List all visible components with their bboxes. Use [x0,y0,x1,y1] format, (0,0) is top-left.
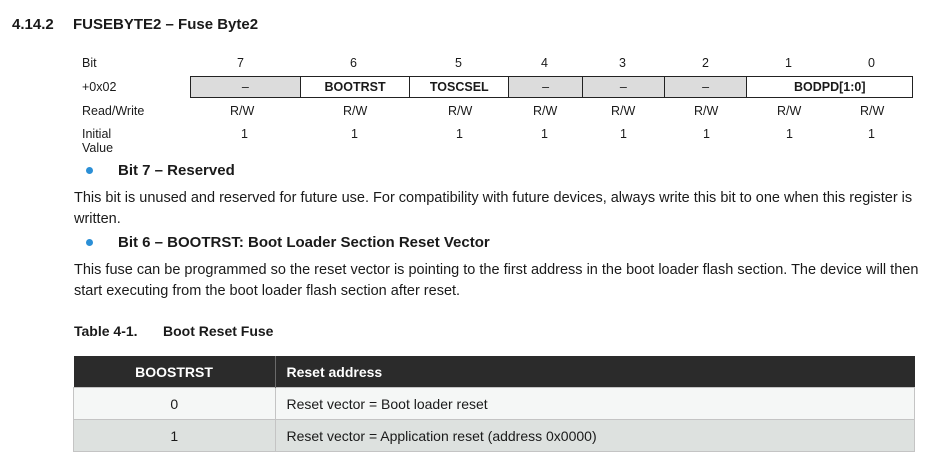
section-heading: 4.14.2 FUSEBYTE2 – Fuse Byte2 [12,16,258,33]
access-row-label: Read/Write [82,103,145,118]
field-bit2-reserved: – [664,76,748,97]
bullet-icon [86,167,93,174]
field-bootrst: BOOTRST [301,76,411,97]
bit-1: 1 [785,56,792,70]
access-bit5: R/W [448,103,473,118]
initial-bit5: 1 [456,127,463,141]
column-header-reset-address: Reset address [275,356,915,388]
table-title: Boot Reset Fuse [163,323,274,339]
table-number: Table 4-1. [74,323,138,339]
address-label: +0x02 [82,79,117,94]
initial-bit0: 1 [868,127,875,141]
initial-bit2: 1 [703,127,710,141]
access-bit1: R/W [777,103,802,118]
bullet-icon [86,239,93,246]
field-toscsel: TOSCSEL [410,76,510,97]
access-bit7: R/W [230,103,255,118]
bit-2: 2 [702,56,709,70]
bit7-description: This bit is unused and reserved for futu… [74,190,913,227]
table-cell-value: 0 [73,387,276,420]
initial-bit6: 1 [351,127,358,141]
field-bit7-reserved: – [191,76,301,97]
bit-4: 4 [541,56,548,70]
table-cell-value: 1 [73,419,276,452]
table-row: 1 Reset vector = Application reset (addr… [73,419,915,452]
table-caption: Table 4-1. Boot Reset Fuse [74,323,273,339]
table-cell-address: Reset vector = Boot loader reset [274,387,915,420]
table-row: 0 Reset vector = Boot loader reset [73,387,915,420]
field-bit3-reserved: – [582,76,665,97]
bit6-heading: Bit 6 – BOOTRST: Boot Loader Section Res… [86,234,490,251]
initial-bit3: 1 [620,127,627,141]
bit6-description: This fuse can be programmed so the reset… [74,262,919,299]
table-header-row: BOOSTRST Reset address [73,356,915,388]
initial-bit4: 1 [541,127,548,141]
bit-row-label: Bit [82,56,97,70]
column-header-boostrst: BOOSTRST [73,356,276,388]
access-bit3: R/W [611,103,636,118]
initial-bit1: 1 [786,127,793,141]
access-bit2: R/W [694,103,719,118]
bit-5: 5 [455,56,462,70]
access-bit4: R/W [533,103,558,118]
field-bodpd: BODPD[1:0] [793,79,866,94]
bit-0: 0 [868,56,875,70]
bit-6: 6 [350,56,357,70]
bit-7: 7 [237,56,244,70]
bit6-heading-text: Bit 6 – BOOTRST: Boot Loader Section Res… [118,234,490,251]
section-title: FUSEBYTE2 – Fuse Byte2 [73,16,259,33]
boot-reset-table: BOOSTRST Reset address 0 Reset vector = … [73,356,915,452]
initial-bit7: 1 [241,127,248,141]
table-cell-address: Reset vector = Application reset (addres… [274,419,915,452]
field-boxes: – BOOTRST TOSCSEL – – – BODPD[1:0] [190,75,913,98]
access-bit6: R/W [343,103,368,118]
bit-3: 3 [619,56,626,70]
bit7-heading: Bit 7 – Reserved [86,162,235,179]
bit7-heading-text: Bit 7 – Reserved [118,162,235,179]
section-number: 4.14.2 [12,16,54,33]
access-bit0: R/W [860,103,885,118]
initial-row-label: Initial Value [82,127,114,155]
field-bit4-reserved: – [509,76,583,97]
